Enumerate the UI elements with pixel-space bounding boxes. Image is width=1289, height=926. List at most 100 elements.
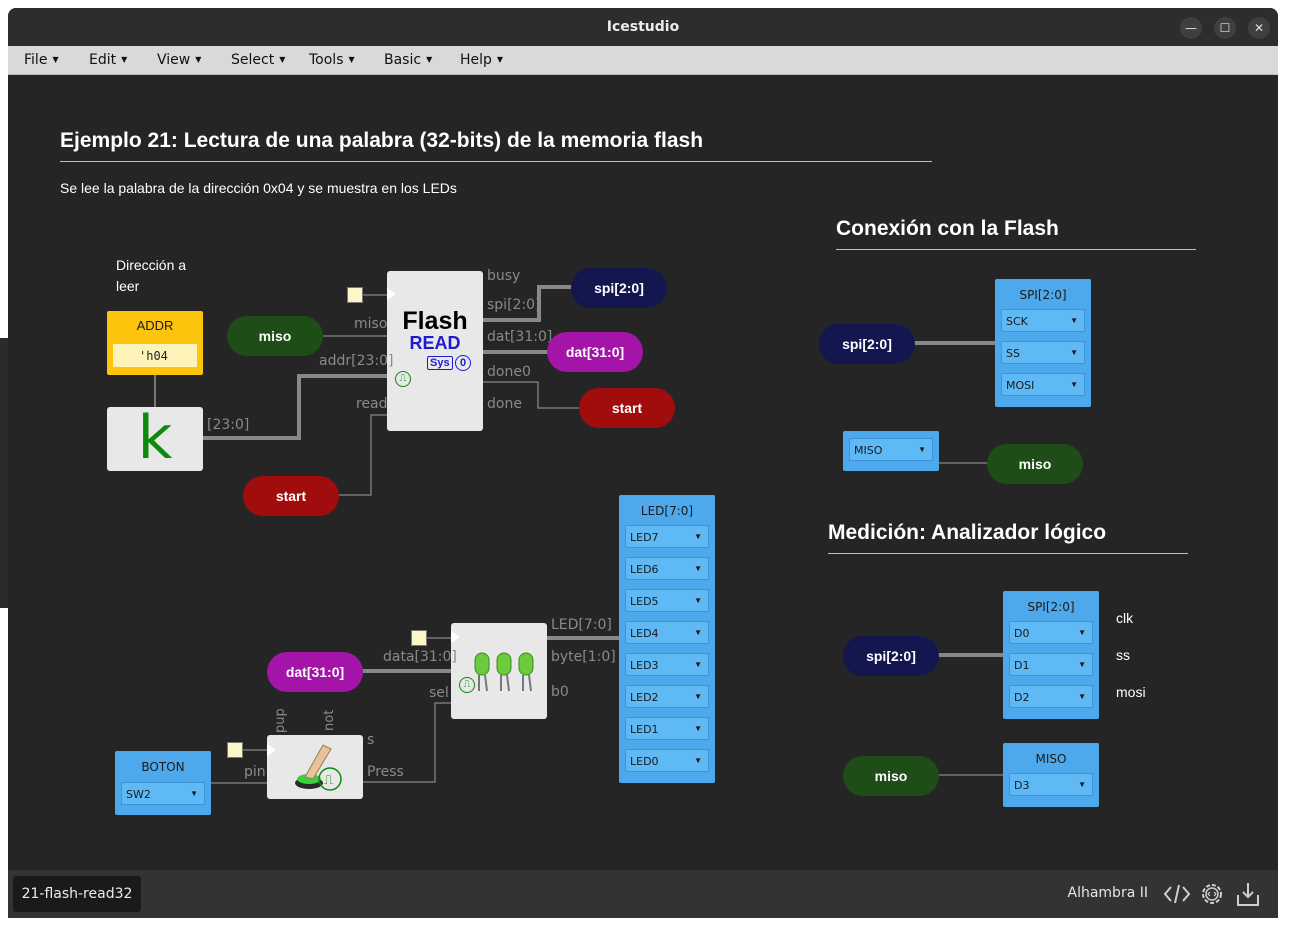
miso-input-block[interactable]: MISO ▼ (843, 431, 939, 471)
chevron-down-icon: ▼ (694, 756, 702, 765)
spi-output-block[interactable]: SPI[2:0] SCK ▼ SS▼ MOSI▼ (995, 279, 1091, 407)
spi-conn-label[interactable]: spi[2:0] (819, 324, 915, 364)
analyzer-pin-value: D1 (1014, 659, 1030, 672)
flash-title: Flash (402, 307, 468, 335)
mux-clock-input[interactable] (411, 630, 427, 646)
menu-tools[interactable]: Tools▼ (309, 52, 355, 68)
mux-out-byte: byte[1:0] (551, 649, 616, 665)
led-byte-selector-block[interactable]: ⎍ (451, 623, 547, 719)
chevron-down-icon: ▼ (694, 660, 702, 669)
analyzer-miso-title: MISO (1035, 752, 1067, 766)
flash-in-read: read (356, 396, 388, 412)
miso-pin-value: MISO (854, 444, 883, 457)
led-pin-select[interactable]: LED3 ▼ (625, 653, 709, 676)
led-pin-value: LED3 (630, 659, 659, 672)
analyzer-miso-value: D3 (1014, 779, 1030, 792)
close-button[interactable]: ✕ (1248, 17, 1270, 39)
svg-text:⎍: ⎍ (324, 773, 333, 788)
spi-pin-value: SCK (1006, 315, 1028, 328)
build-gear-icon[interactable] (1198, 880, 1226, 908)
led-pin-select[interactable]: LED1▼ (625, 717, 709, 740)
miso-input-label[interactable]: miso (227, 316, 323, 356)
heading-rule (60, 161, 932, 162)
flash-out-done0: done0 (487, 364, 531, 380)
ss-note: ss (1116, 647, 1130, 663)
maximize-button[interactable]: ☐ (1214, 17, 1236, 39)
k-port-label: [23:0] (207, 417, 250, 433)
sys-badge: Sys (427, 356, 453, 370)
start-output-label[interactable]: start (579, 388, 675, 428)
spi-analyzer-label[interactable]: spi[2:0] (843, 636, 939, 676)
led-pin-select[interactable]: LED5▼ (625, 589, 709, 612)
clock-icon: ⎍ (459, 677, 475, 693)
menu-basic[interactable]: Basic▼ (384, 52, 433, 68)
led-pin-select[interactable]: LED6▼ (625, 557, 709, 580)
menu-help[interactable]: Help▼ (460, 52, 504, 68)
led-pin-select[interactable]: LED7▼ (625, 525, 709, 548)
boton-pin-select[interactable]: SW2▼ (121, 782, 205, 805)
analyzer-miso-select[interactable]: D3▼ (1009, 773, 1093, 796)
chevron-down-icon: ▼ (1078, 628, 1086, 637)
chevron-down-icon: ▼ (1070, 316, 1078, 325)
title-bar: Icestudio — ☐ ✕ (8, 8, 1278, 46)
dat-input-label[interactable]: dat[31:0] (267, 652, 363, 692)
boton-input-block[interactable]: BOTON SW2▼ (115, 751, 211, 815)
menu-file[interactable]: File▼ (24, 52, 59, 68)
boton-pin-value: SW2 (126, 788, 151, 801)
analyzer-pin-select[interactable]: D1▼ (1009, 653, 1093, 676)
constant-k-block[interactable]: k (107, 403, 203, 473)
led-pin-value: LED5 (630, 595, 659, 608)
status-footer: 21-flash-read32 Alhambra II (8, 870, 1278, 918)
spi-pin-select[interactable]: SS▼ (1001, 341, 1085, 364)
description-text: Se lee la palabra de la dirección 0x04 y… (60, 180, 457, 196)
wires (154, 285, 1005, 784)
verilog-code-icon[interactable] (1163, 880, 1191, 908)
start-input-label[interactable]: start (243, 476, 339, 516)
analyzer-miso-block[interactable]: MISO D3▼ (1003, 743, 1099, 807)
spi-pin-select[interactable]: SCK ▼ (1001, 309, 1085, 332)
miso-pin-select[interactable]: MISO ▼ (849, 438, 933, 461)
dat-output-label[interactable]: dat[31:0] (547, 332, 643, 372)
button-top-not: not (322, 709, 337, 731)
addr-constant-block[interactable]: ADDR 'h04 (107, 311, 203, 375)
flash-subtitle: READ (409, 333, 461, 353)
clock-input-triangle (451, 631, 460, 643)
board-name[interactable]: Alhambra II (1067, 885, 1149, 901)
button-top-pup: pup (273, 708, 288, 733)
button-block[interactable]: ⎍ (267, 735, 363, 799)
design-canvas[interactable]: Ejemplo 21: Lectura de una palabra (32-b… (8, 75, 1278, 870)
menu-view[interactable]: View▼ (157, 52, 202, 68)
analyzer-pin-select[interactable]: D2▼ (1009, 685, 1093, 708)
flash-clock-input[interactable] (347, 287, 363, 303)
led-pin-value: LED4 (630, 627, 659, 640)
spi-pin-select[interactable]: MOSI▼ (1001, 373, 1085, 396)
chevron-down-icon: ▼ (918, 445, 926, 454)
led-pin-select[interactable]: LED4▼ (625, 621, 709, 644)
spi-output-label[interactable]: spi[2:0] (571, 268, 667, 308)
boton-title: BOTON (141, 760, 185, 774)
button-clock-input[interactable] (227, 742, 243, 758)
analyzer-pin-select[interactable]: D0▼ (1009, 621, 1093, 644)
led-pin-select[interactable]: LED0▼ (625, 749, 709, 772)
clock-input-triangle (267, 744, 276, 756)
file-tab[interactable]: 21-flash-read32 (13, 876, 141, 912)
minimize-button[interactable]: — (1180, 17, 1202, 39)
mux-in-sel: sel (429, 685, 449, 701)
addr-value-field[interactable]: 'h04 (113, 344, 197, 367)
menu-select[interactable]: Select▼ (231, 52, 286, 68)
spi-title: SPI[2:0] (1019, 288, 1067, 302)
main-heading: Ejemplo 21: Lectura de una palabra (32-b… (60, 129, 704, 152)
chevron-down-icon: ▼ (694, 532, 702, 541)
led-output-block[interactable]: LED[7:0] LED7▼ LED6▼ LED5▼ LED4▼ LED3▼ L… (619, 495, 715, 783)
addr-title: ADDR (136, 318, 174, 333)
miso-conn-label[interactable]: miso (987, 444, 1083, 484)
menu-edit[interactable]: Edit▼ (89, 52, 128, 68)
miso-analyzer-label[interactable]: miso (843, 756, 939, 796)
mux-in-data: data[31:0] (383, 649, 457, 665)
spi-pin-value: MOSI (1006, 379, 1035, 392)
analyzer-spi-block[interactable]: SPI[2:0] D0▼ D1▼ D2▼ (1003, 591, 1099, 719)
led-pin-select[interactable]: LED2▼ (625, 685, 709, 708)
upload-download-icon[interactable] (1234, 880, 1262, 908)
flash-out-busy: busy (487, 268, 521, 284)
flash-read-block[interactable]: Flash READ Sys 0 ⎍ (387, 271, 483, 431)
